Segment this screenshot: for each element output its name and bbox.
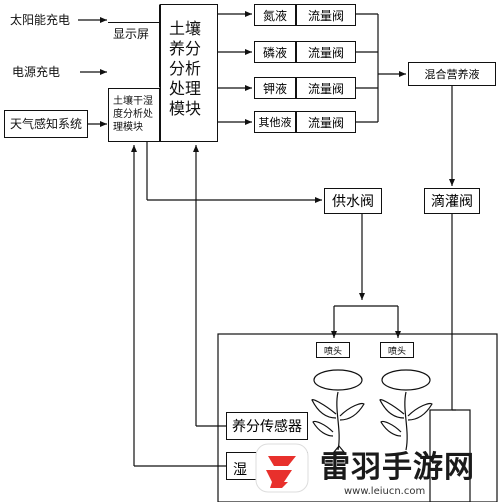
supply-valve-box: 供水阀	[324, 188, 382, 214]
liquid-name-box: 氮液	[254, 4, 296, 26]
nutrient-module-box: 土壤 养分 分析 处理 模块	[160, 4, 218, 142]
watermark-logo-icon	[255, 443, 309, 493]
watermark-name: 雷羽手游网	[320, 450, 475, 485]
flow-valve-box: 流量阀	[296, 41, 356, 63]
mixed-nutrient-box: 混合营养液	[408, 62, 496, 86]
flow-valve-box: 流量阀	[296, 111, 356, 133]
moisture-module-box: 土壤干湿 度分析处 理模块	[108, 88, 160, 142]
display-divider	[108, 22, 160, 24]
drip-valve-box: 滴灌阀	[424, 188, 480, 214]
solar-charging-label: 太阳能充电	[10, 13, 71, 27]
plant-right-icon	[379, 369, 433, 451]
flow-valve-box: 流量阀	[296, 77, 356, 99]
nozzle-left-box: 喷头	[316, 342, 350, 358]
display-label: 显示屏	[113, 27, 150, 41]
moisture-module-label: 土壤干湿 度分析处 理模块	[113, 96, 153, 133]
nutrient-sensor-box: 养分传感器	[226, 412, 308, 440]
weather-sensing-label: 天气感知系统	[9, 117, 82, 131]
power-charging-label: 电源充电	[12, 65, 61, 79]
liquid-name-box: 钾液	[254, 77, 296, 99]
flow-valve-box: 流量阀	[296, 4, 356, 26]
liquid-name-box: 磷液	[254, 41, 296, 63]
nozzle-right-box: 喷头	[380, 342, 414, 358]
nutrient-module-label: 土壤 养分 分析 处理 模块	[169, 19, 202, 118]
weather-sensing-box: 天气感知系统	[4, 110, 88, 138]
watermark-url: www.leiucn.com	[344, 486, 426, 497]
watermark: 雷羽手游网 www.leiucn.com	[246, 438, 500, 502]
display-panel	[108, 4, 160, 88]
plant-left-icon	[311, 369, 365, 453]
liquid-name-box: 其他液	[254, 111, 296, 133]
